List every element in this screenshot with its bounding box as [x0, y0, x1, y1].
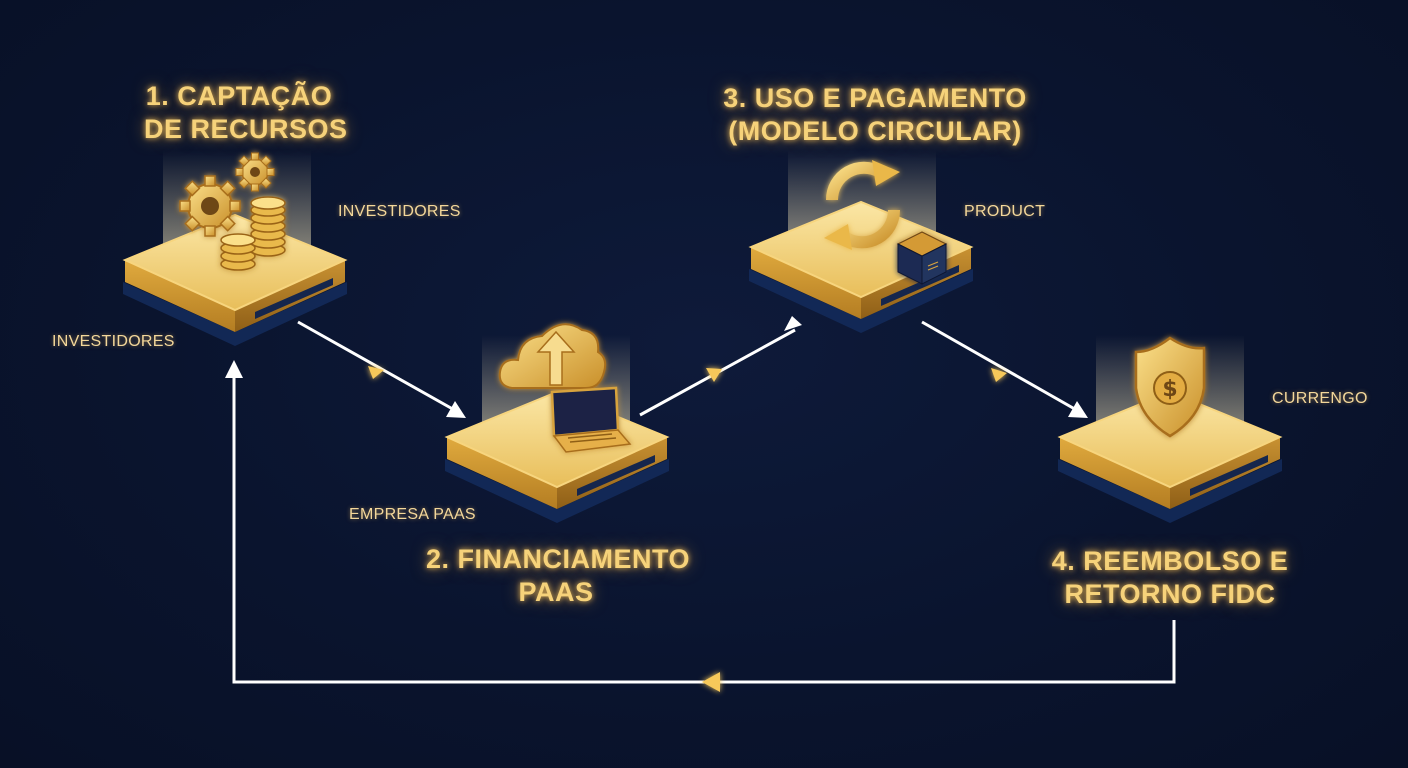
arrowhead-step-2: [446, 401, 466, 418]
step-2-title: 2. FINANCIAMENTO PAAS: [426, 543, 691, 609]
arrow-3-to-4: [921, 320, 1081, 414]
step-1-title: 1. CAPTAÇÃO DE RECURSOS: [144, 80, 348, 146]
step-2-title-line1: 2. FINANCIAMENTO: [426, 544, 691, 574]
arrowhead-step-4: [1068, 401, 1088, 418]
step-1-title-line2: DE RECURSOS: [144, 114, 348, 144]
chevron-3-4: [991, 368, 1007, 382]
arrowhead-step-3: [784, 316, 802, 331]
step-4-title-line1: 4. REEMBOLSO E: [1051, 546, 1289, 576]
chevron-1-2: [368, 366, 384, 379]
label-product: PRODUCT: [964, 203, 1046, 220]
label-investidores-top: INVESTIDORES: [338, 203, 461, 220]
label-currengo: CURRENGO: [1272, 390, 1368, 407]
arrow-heads: [225, 316, 1088, 418]
chevron-return: [702, 672, 720, 692]
step-4-title: 4. REEMBOLSO E RETORNO FIDC: [1050, 545, 1290, 611]
chevron-2-3: [706, 368, 722, 382]
label-investidores-left: INVESTIDORES: [52, 333, 175, 350]
step-1-title-line1: 1. CAPTAÇÃO: [145, 81, 333, 111]
gears-coins-icon: [179, 152, 286, 271]
svg-text:$: $: [1162, 377, 1177, 402]
label-empresa-paas: EMPRESA PAAS: [349, 506, 476, 523]
arrowhead-step-1: [225, 360, 243, 378]
step-3-title: 3. USO E PAGAMENTO (MODELO CIRCULAR): [720, 82, 1030, 148]
arrow-mid-chevrons: [368, 366, 1007, 692]
step-2-title-line2: PAAS: [518, 577, 594, 607]
cloud-upload-laptop-icon: [498, 323, 632, 453]
step-4-title-line2: RETORNO FIDC: [1064, 579, 1276, 609]
shield-dollar-icon: $: [1134, 336, 1206, 438]
cycle-box-icon: [824, 160, 948, 285]
arrow-1-to-2: [297, 320, 459, 414]
return-arrow-line: [232, 368, 1176, 684]
step-3-title-line1: 3. USO E PAGAMENTO: [723, 83, 1027, 113]
step-3-title-line2: (MODELO CIRCULAR): [728, 116, 1022, 146]
